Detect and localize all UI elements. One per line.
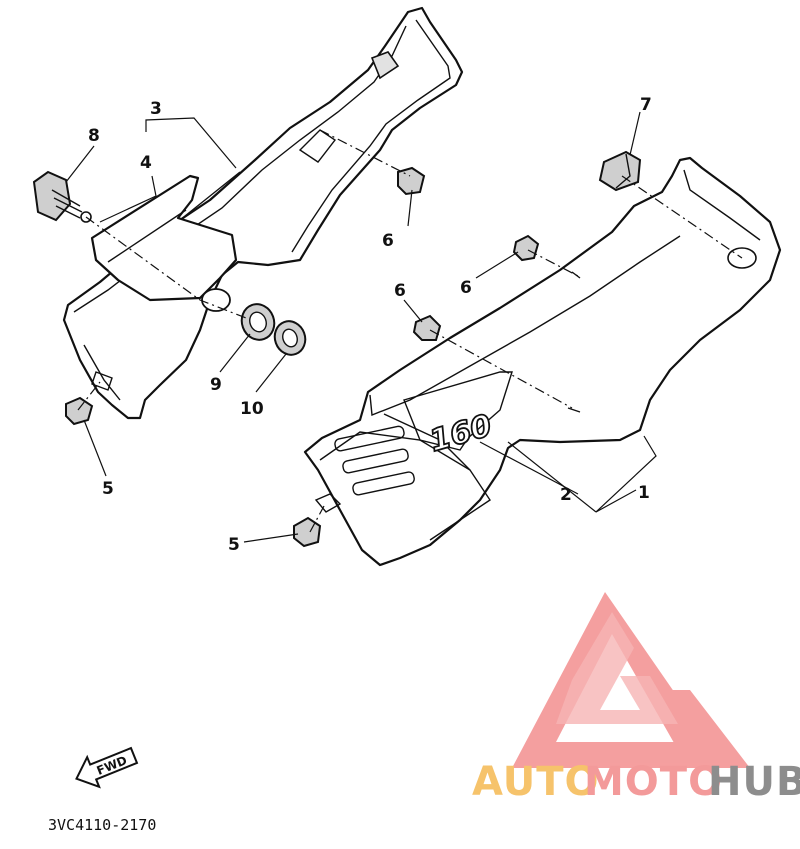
grommet-10 <box>273 320 307 356</box>
grommet-6-top <box>397 166 426 196</box>
callout-1: 1 <box>638 483 650 503</box>
callout-7: 7 <box>640 95 652 115</box>
grommet-9 <box>240 303 276 341</box>
watermark-hub: HUB <box>708 759 800 805</box>
grommet-5-left <box>65 396 94 426</box>
callout-5-bottom: 5 <box>228 535 240 555</box>
triangle-logo-mark <box>512 592 750 768</box>
watermark-moto: MOTO <box>584 759 723 805</box>
fwd-arrow: FWD <box>75 746 139 789</box>
grommet-6-right-lower <box>412 314 442 341</box>
assembly-lines <box>77 129 743 533</box>
cushion-7 <box>598 150 642 192</box>
callout-9: 9 <box>210 375 222 395</box>
callout-6-mid: 6 <box>394 281 406 301</box>
callout-4: 4 <box>140 153 152 173</box>
callout-5-left: 5 <box>102 479 114 499</box>
callout-6-top: 6 <box>382 231 394 251</box>
callout-3: 3 <box>150 99 162 119</box>
callout-6-right: 6 <box>460 278 472 298</box>
callout-10: 10 <box>240 399 264 419</box>
watermark-auto: AUTO <box>472 759 600 805</box>
left-side-cover <box>62 6 464 420</box>
right-side-cover <box>303 156 782 567</box>
callout-8: 8 <box>88 126 100 146</box>
drawing-code: 3VC4110-2170 <box>48 816 156 834</box>
fastener-8 <box>32 170 92 223</box>
right-cover-panel <box>319 425 491 541</box>
watermark-logo: AUTO MOTO HUB <box>472 592 800 805</box>
grommet-5-bottom <box>293 493 342 548</box>
mounting-boss <box>201 288 231 312</box>
side-cover-panel <box>90 174 238 302</box>
callout-2: 2 <box>560 485 572 505</box>
callouts: 3 4 8 6 7 6 6 9 10 5 5 2 1 <box>88 95 652 555</box>
leader-lines <box>65 111 657 543</box>
grommet-6-right-upper <box>512 234 540 262</box>
